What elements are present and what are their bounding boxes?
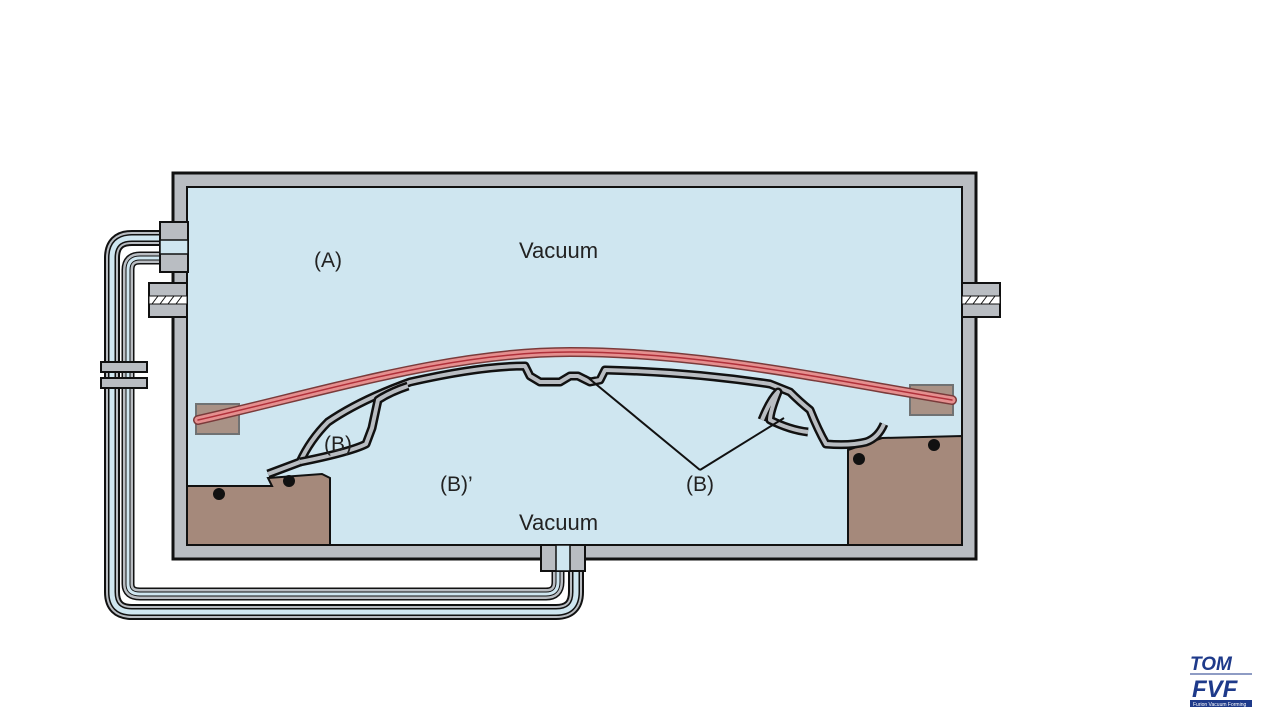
label-region-a: (A) [314,249,342,272]
logo-product: FVF [1192,676,1239,703]
logo-brand: TOM [1190,654,1233,675]
right-fixture [847,434,963,546]
substrate-part [266,361,889,479]
label-region-b-right: (B) [686,473,714,496]
logo-tagline: Furion Vacuum Forming [1193,702,1246,708]
label-region-b-left: (B) [324,433,352,456]
label-region-b-prime: (B)’ [440,473,473,496]
label-vacuum-top: Vacuum [519,238,598,263]
label-vacuum-bottom: Vacuum [519,510,598,535]
decorative-film [193,346,957,425]
tom-fvf-logo: TOM FVF Furion Vacuum Forming [1190,654,1252,708]
leader-lines [585,375,785,471]
vacuum-pipe [100,230,584,620]
left-fixture [186,472,331,546]
